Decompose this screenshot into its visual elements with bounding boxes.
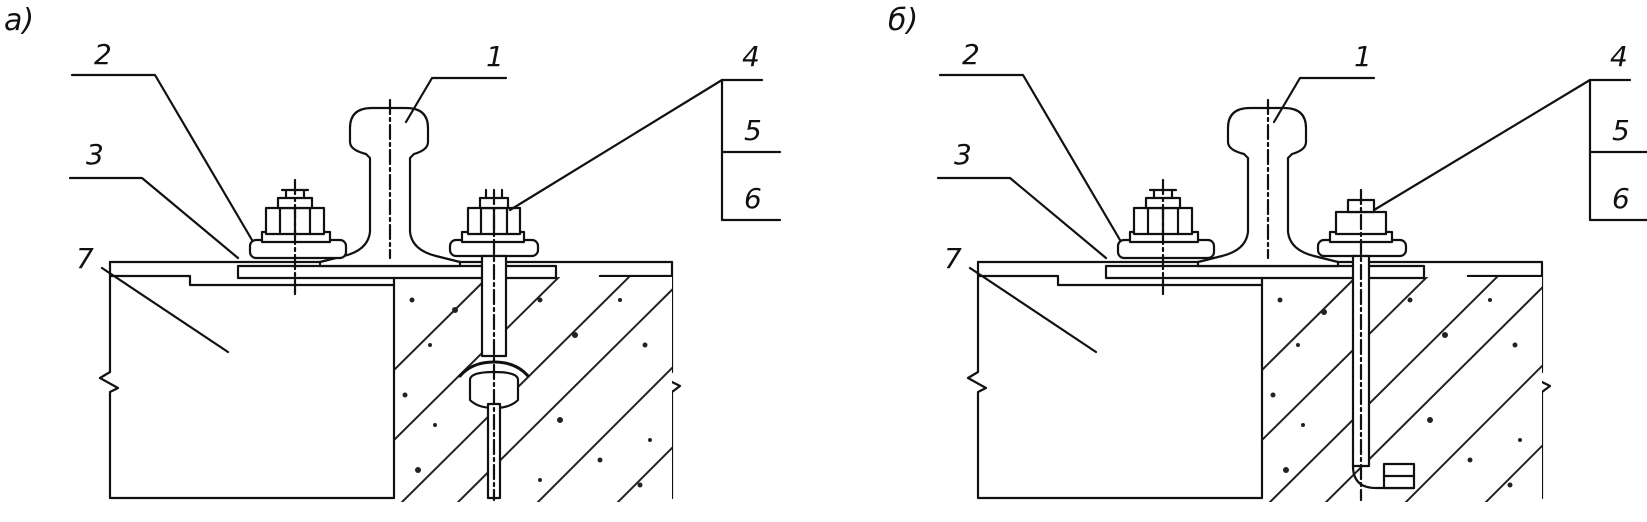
callout-1: 1 bbox=[486, 40, 504, 73]
callout-5: 5 bbox=[1612, 114, 1630, 147]
rail bbox=[318, 98, 462, 268]
callout-1: 1 bbox=[1354, 40, 1372, 73]
callout-6: 6 bbox=[744, 182, 762, 215]
callout-5: 5 bbox=[744, 114, 762, 147]
callout-leaders bbox=[68, 73, 782, 354]
left-bolt bbox=[1116, 178, 1216, 298]
base-plate bbox=[1104, 264, 1426, 280]
callout-2: 2 bbox=[94, 38, 112, 71]
base-plate bbox=[236, 264, 558, 280]
callout-6: 6 bbox=[1612, 182, 1630, 215]
callout-leaders bbox=[936, 73, 1647, 354]
callout-4: 4 bbox=[1610, 40, 1628, 73]
callout-3: 3 bbox=[954, 138, 972, 171]
right-bolt bbox=[1316, 188, 1416, 502]
rail bbox=[1196, 98, 1340, 268]
panel-a: а) bbox=[4, 3, 782, 502]
callout-7: 7 bbox=[76, 242, 94, 275]
callout-2: 2 bbox=[962, 38, 980, 71]
concrete-section bbox=[394, 277, 672, 502]
panel-label: б) bbox=[888, 3, 918, 38]
callout-4: 4 bbox=[742, 40, 760, 73]
left-bolt bbox=[248, 178, 348, 298]
panel-b: б) bbox=[888, 3, 1647, 502]
callout-7: 7 bbox=[944, 242, 962, 275]
right-bolt bbox=[448, 188, 540, 502]
concrete-section bbox=[1262, 277, 1542, 502]
panel-label: а) bbox=[4, 3, 34, 38]
callout-3: 3 bbox=[86, 138, 104, 171]
